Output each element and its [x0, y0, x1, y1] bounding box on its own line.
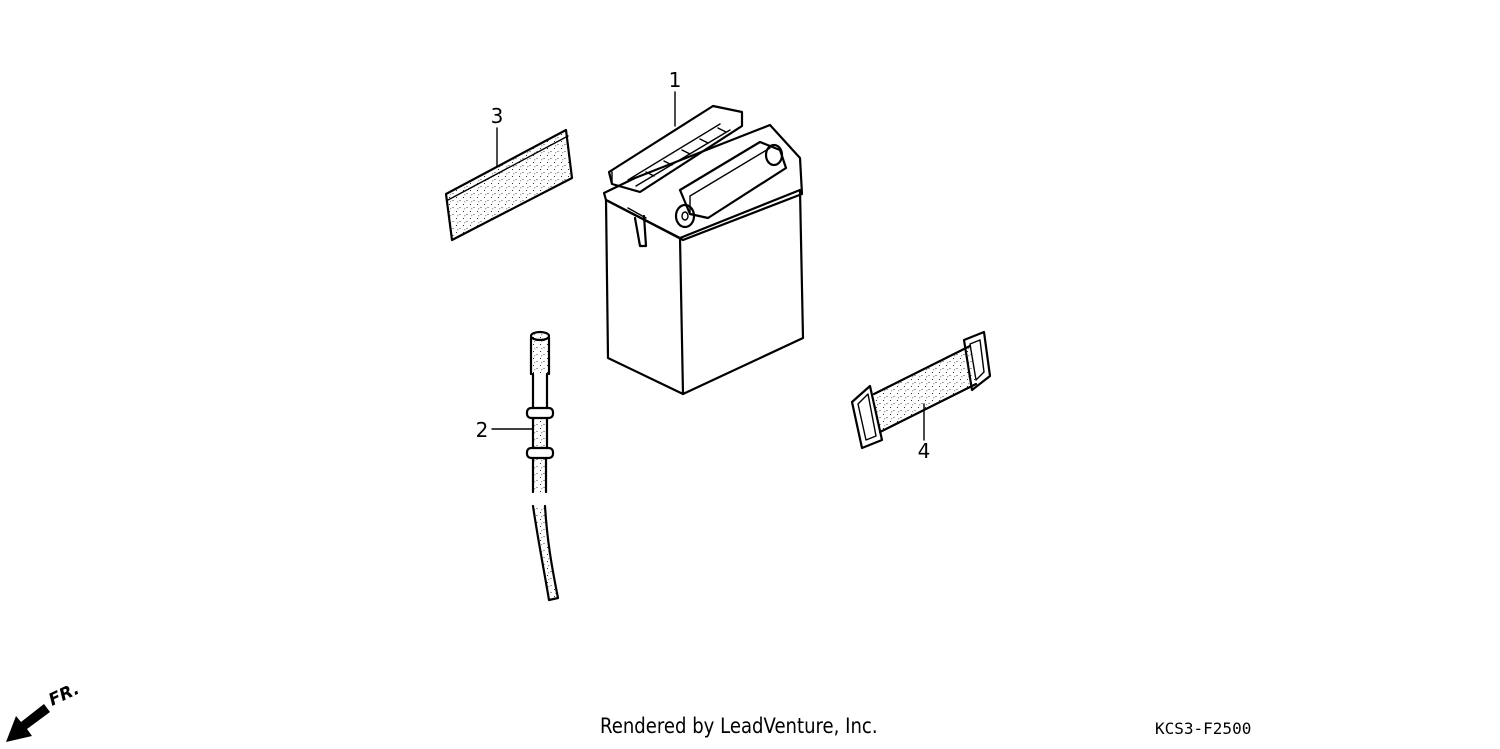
- callout-number-1: 1: [669, 68, 682, 92]
- callout-number-3: 3: [491, 104, 504, 128]
- callout-number-4: 4: [918, 439, 931, 463]
- battery[interactable]: [602, 104, 805, 396]
- diagram-code: KCS3-F2500: [1155, 719, 1252, 738]
- front-arrow-icon: [6, 704, 50, 742]
- battery-pad[interactable]: [444, 128, 574, 242]
- callout-number-2: 2: [476, 418, 489, 442]
- front-direction-label: FR.: [46, 679, 83, 710]
- breather-tube[interactable]: [525, 330, 560, 602]
- battery-band[interactable]: [850, 330, 992, 450]
- render-credit: Rendered by LeadVenture, Inc.: [600, 714, 878, 738]
